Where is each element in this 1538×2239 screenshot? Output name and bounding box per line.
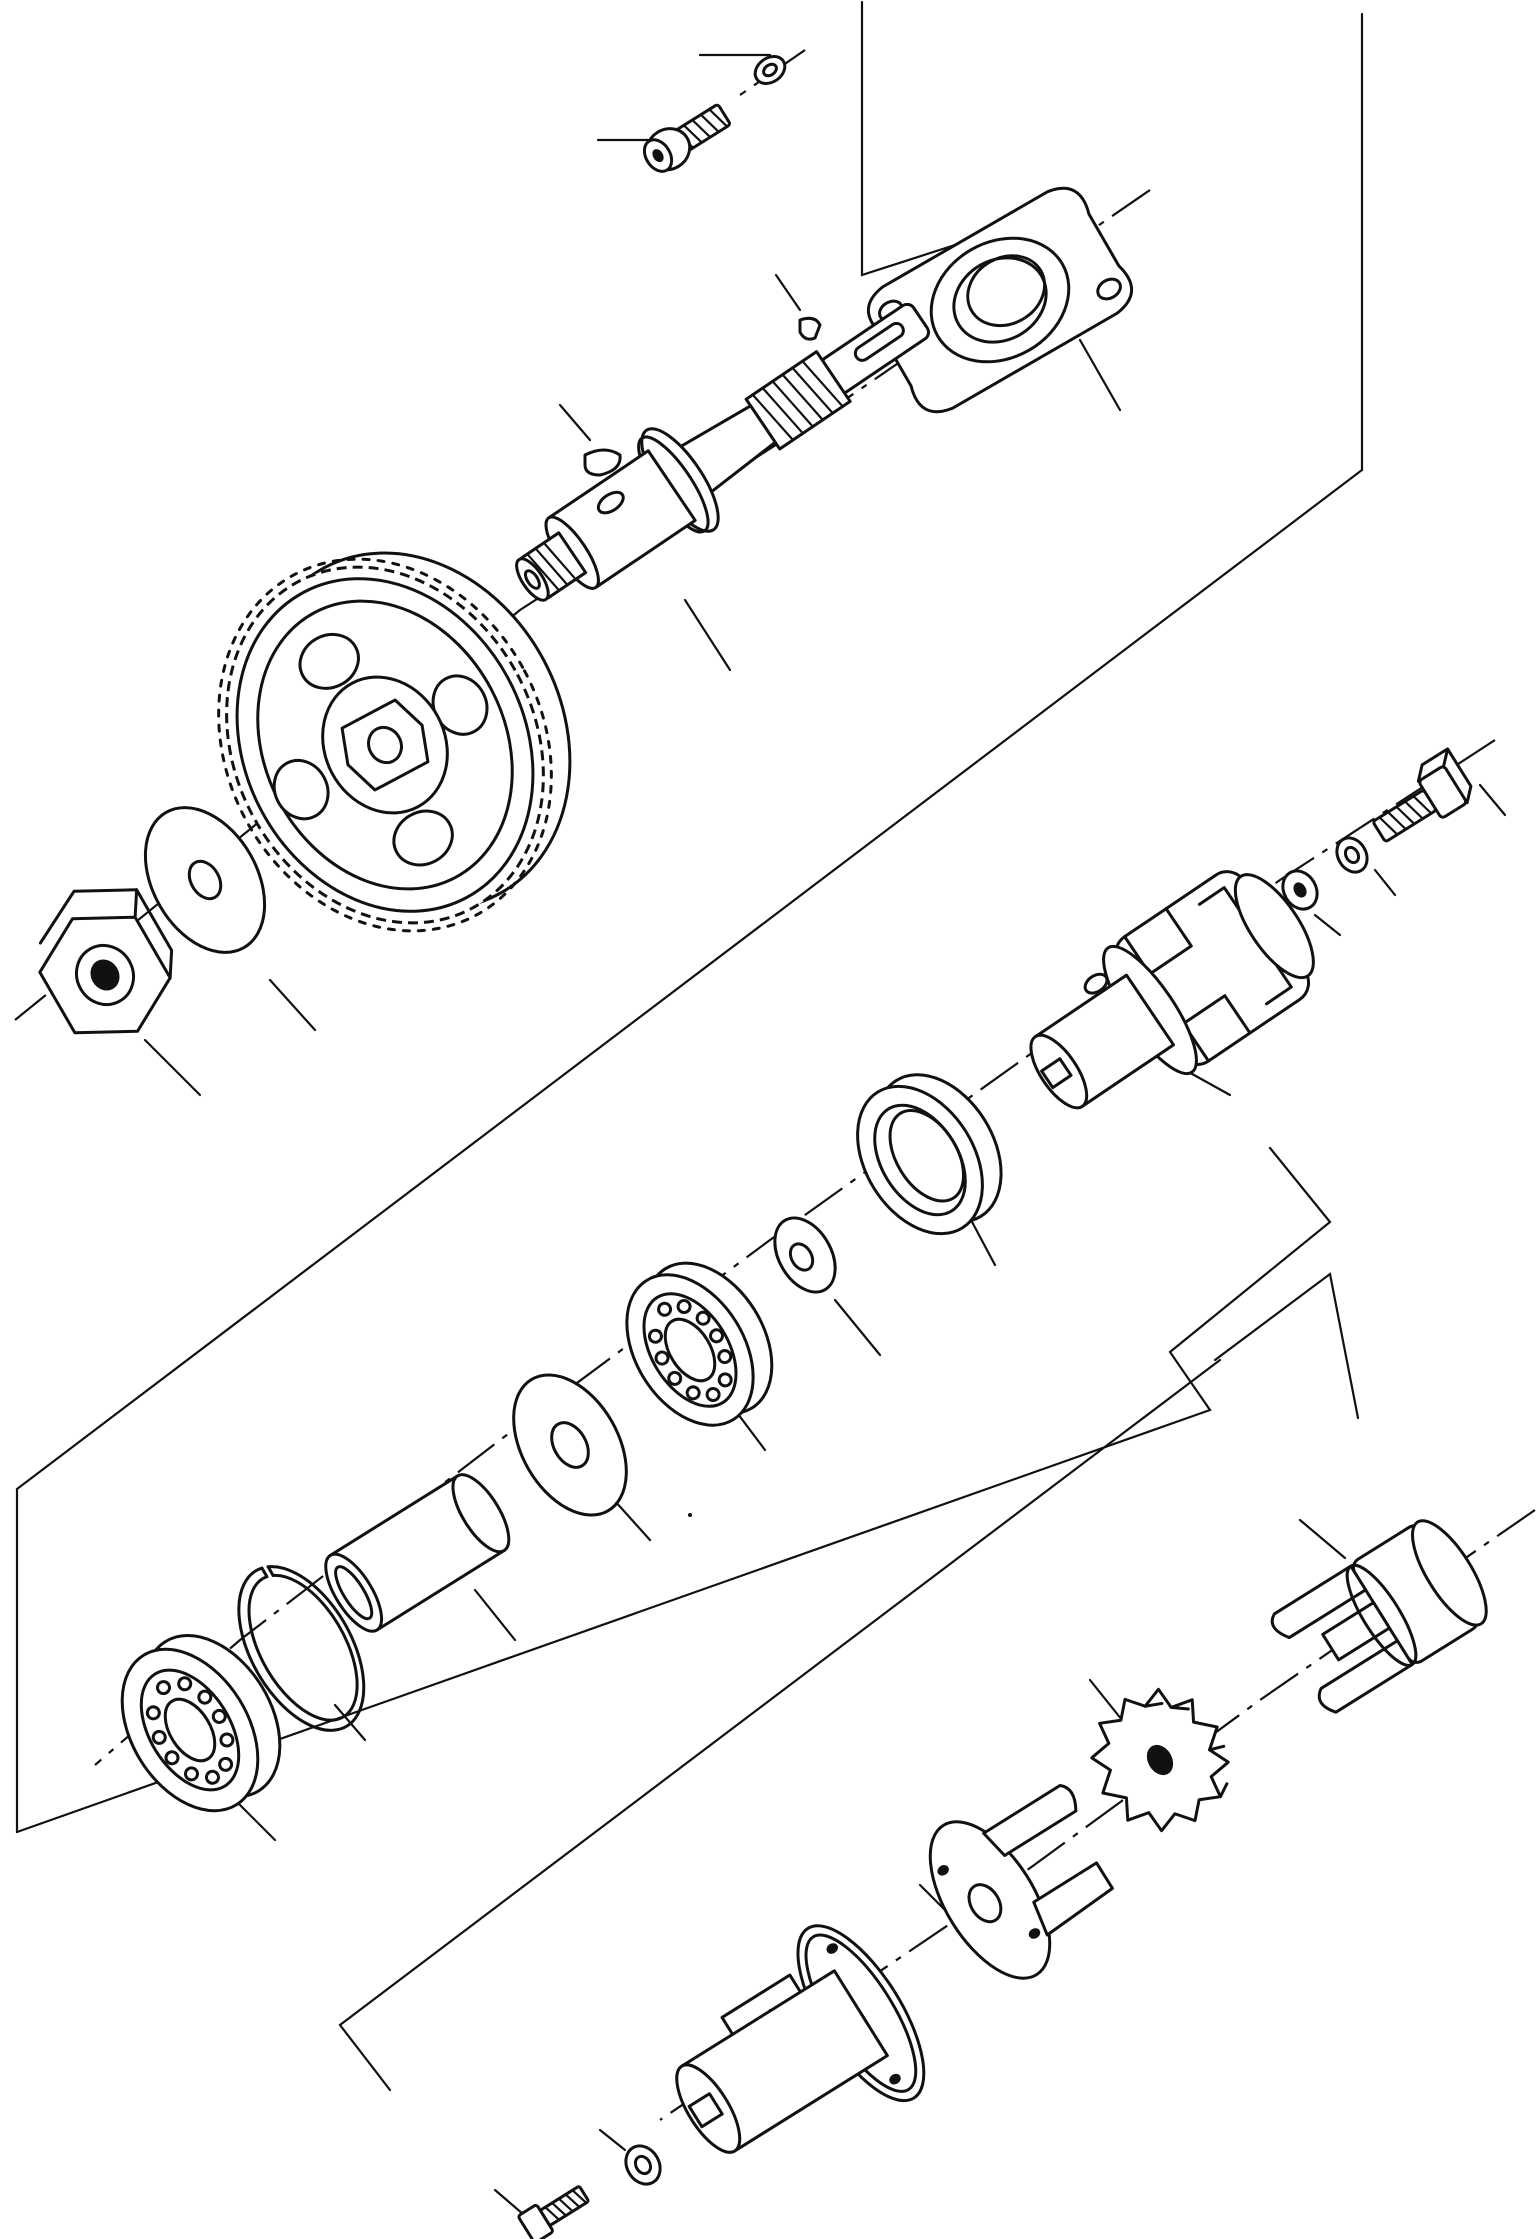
woodruff-key-small-icon xyxy=(798,316,822,341)
lock-washer-bottom-icon xyxy=(624,2144,662,2186)
bracket-right xyxy=(1213,1272,1360,1420)
dot-mark xyxy=(688,1513,692,1517)
shim-washer-icon xyxy=(773,1216,837,1294)
drive-coupling-icon xyxy=(1029,870,1315,1110)
bearing-flange-icon xyxy=(866,186,1134,414)
cap-screw-right-icon xyxy=(1372,747,1473,843)
snap-ring-icon xyxy=(237,1565,366,1732)
ball-bearing-large-icon xyxy=(856,1073,1003,1236)
cap-screw-bottom-icon xyxy=(517,2185,590,2239)
coupling-jaw-left-icon xyxy=(928,1784,1114,1980)
ball-bearing-middle-icon xyxy=(625,1261,774,1427)
axis-middle xyxy=(94,739,1496,1766)
cap-screw-top-icon xyxy=(642,103,731,173)
lock-washer-right-icon xyxy=(1335,836,1369,874)
leader-lines xyxy=(143,53,1507,2222)
idler-gear-icon xyxy=(217,551,572,933)
bracket-bottom xyxy=(338,1358,1222,2092)
bracket-main-left xyxy=(15,12,1364,1834)
spider-insert-icon xyxy=(1090,1687,1230,1833)
thrust-washer-icon xyxy=(512,1373,628,1517)
woodruff-key-large-icon xyxy=(583,448,622,477)
flat-washer-icon xyxy=(143,806,267,954)
coupling-jaw-right-icon xyxy=(1270,1519,1488,1714)
bracket-top xyxy=(860,0,957,277)
bracket-middle xyxy=(15,1146,1332,1834)
pump-drive-hub-icon xyxy=(675,1924,926,2154)
spacer-sleeve-icon xyxy=(324,1473,511,1633)
idler-shaft-icon xyxy=(515,302,930,602)
hex-nut-icon xyxy=(38,888,174,1035)
bracket-lines xyxy=(15,0,1364,2092)
flat-washer-small-icon xyxy=(1281,869,1319,911)
ball-bearing-left-icon xyxy=(120,1634,282,1813)
lock-washer-top-icon xyxy=(753,55,787,85)
